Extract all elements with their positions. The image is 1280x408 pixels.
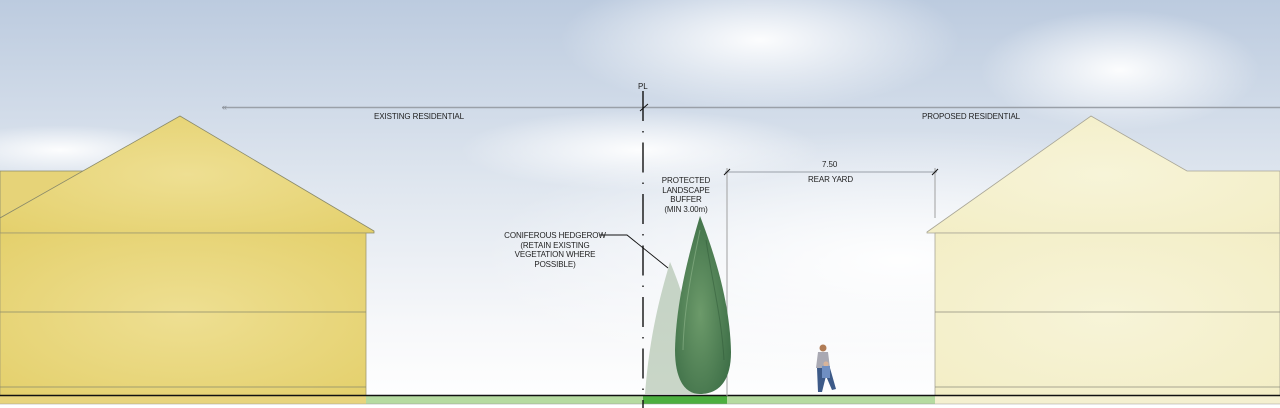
property-line-label: PL — [638, 82, 648, 91]
people-figure — [816, 344, 836, 392]
hedgerow-note-line2: (RETAIN EXISTING — [520, 240, 590, 250]
hedgerow-note-line1: CONIFEROUS HEDGEROW — [504, 231, 606, 240]
svg-text:«: « — [222, 102, 227, 112]
hedgerow-note: CONIFEROUS HEDGEROW (RETAIN EXISTING VEG… — [500, 231, 610, 269]
coniferous-hedgerow-tree — [675, 216, 731, 394]
existing-house — [0, 115, 375, 404]
buffer-label-line4: (MIN 3.00m) — [664, 204, 708, 214]
hedgerow-leader-line — [600, 234, 669, 269]
hedgerow-note-line3: VEGETATION WHERE — [514, 250, 596, 259]
ground — [0, 394, 1280, 405]
proposed-house — [926, 115, 1280, 404]
buffer-label-line1: PROTECTED — [661, 176, 711, 185]
buffer-label-line2: LANDSCAPE — [662, 185, 710, 195]
proposed-residential-label: PROPOSED RESIDENTIAL — [922, 112, 1021, 121]
hedgerow-note-line4: POSSIBLE) — [534, 259, 576, 269]
buffer-label-line3: BUFFER — [670, 195, 702, 204]
rear-yard-label: REAR YARD — [808, 175, 854, 184]
zone-dimension-line: « — [222, 102, 1280, 112]
rear-yard-dimension-value: 7.50 — [822, 160, 838, 169]
existing-residential-label: EXISTING RESIDENTIAL — [374, 112, 465, 121]
buffer-label: PROTECTED LANDSCAPE BUFFER (MIN 3.00m) — [656, 176, 716, 214]
